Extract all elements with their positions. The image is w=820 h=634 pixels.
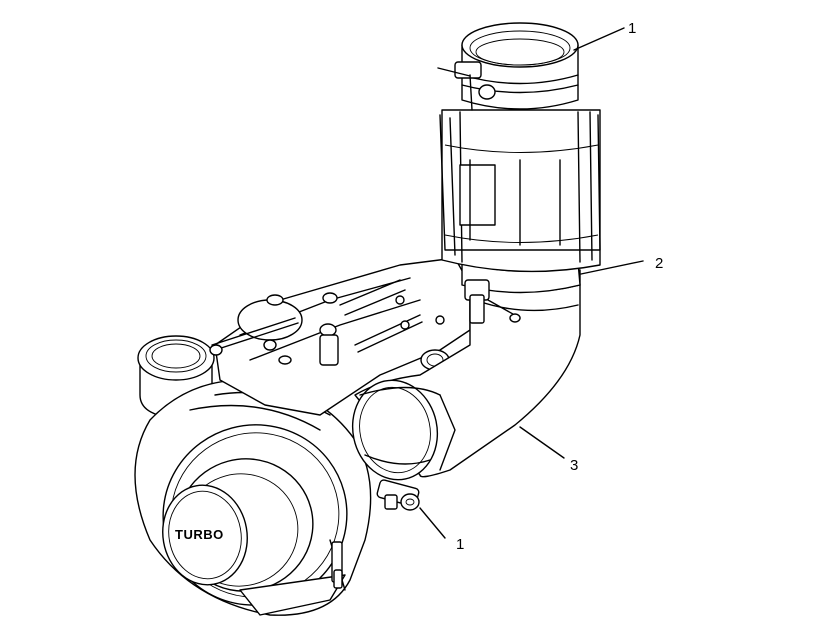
elbow-duct <box>351 269 581 481</box>
leader-line-1-top <box>573 27 625 51</box>
leader-line-1-bottom <box>419 507 446 539</box>
callout-3: 3 <box>570 457 578 474</box>
callouts: 1 2 3 1 <box>456 20 663 553</box>
leader-line-2 <box>580 260 644 275</box>
upper-clamp <box>437 22 579 111</box>
leader-lines <box>419 27 644 539</box>
leader-line-3 <box>519 426 565 459</box>
turbo-stamp: TURBO <box>175 527 224 542</box>
flex-section <box>439 109 601 324</box>
lower-clamp <box>376 479 420 511</box>
wastegate-assembly <box>209 257 471 416</box>
callout-2: 2 <box>655 255 663 272</box>
callout-1-top: 1 <box>628 20 636 37</box>
callout-1-bottom: 1 <box>456 536 464 553</box>
turbocharger: TURBO <box>134 335 372 616</box>
